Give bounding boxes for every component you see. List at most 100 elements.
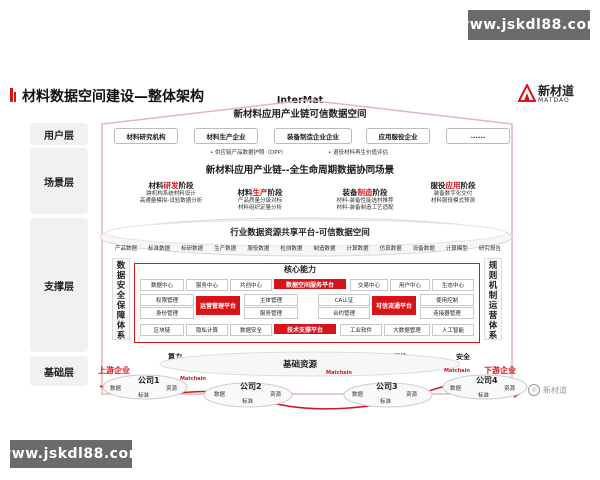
stage-service: 服役应用阶段 装备数字化交付 材料服役模式预测 [408, 180, 498, 205]
stage-post: 阶段 [460, 181, 476, 190]
infra-disc [159, 351, 461, 377]
core-dataspace-platform: 数据空间服务平台 [274, 279, 346, 289]
core-data-center: 数据中心 [140, 279, 184, 291]
user-org-2: 材料生产企业 [194, 128, 258, 144]
data-tag: 产品数据 [115, 246, 138, 252]
stage-pre: 材料 [237, 188, 253, 197]
security-system-panel: 数据安全保障体系 [112, 258, 130, 341]
company1-standard: 标准 [138, 393, 150, 399]
rules-system-label: 规则机制运营体系 [488, 261, 498, 341]
core-usage-control: 使用控制 [420, 294, 474, 306]
stage-post: 阶段 [178, 181, 194, 190]
core-data-security: 数据安全 [230, 324, 272, 336]
footer-brand: ◎ 新材道 [528, 384, 567, 396]
stage-pre: 装备 [342, 188, 358, 197]
core-industrial-software: 工业软件 [340, 324, 382, 336]
data-tag: 标研数据 [181, 246, 204, 252]
core-title: 核心能力 [284, 265, 316, 274]
infra-title: 基础资源 [282, 360, 317, 370]
company3-disc [343, 382, 433, 408]
layer-support: 支撑层 [30, 218, 88, 352]
core-privacy-compute: 隐私计算 [186, 324, 228, 336]
data-tag: 检测数据 [280, 246, 303, 252]
brand-logo: 新材道 MATDAO [518, 82, 590, 108]
core-entity-mgmt: 主体管理 [244, 294, 298, 306]
logo-subtext: MATDAO [538, 97, 570, 104]
company3-standard: 标准 [380, 399, 392, 405]
core-trusted-flow-platform: 可信流通平台 [372, 296, 416, 315]
layer-scene: 场景层 [30, 148, 88, 214]
matchain-badge-1: Matchain [180, 376, 206, 382]
company3-name: 公司3 [376, 382, 398, 391]
stage-post: 阶段 [372, 188, 388, 197]
title-marker [10, 88, 13, 102]
core-permission-mgmt: 权限管理 [140, 294, 194, 306]
header-line2: 新材料应用产业链可信数据空间 [233, 109, 367, 120]
data-tag-row: 产品数据 标准数据 标研数据 生产数据 服役数据 检测数据 制造数据 计算数据 … [112, 242, 504, 254]
core-tech-platform: 技术支撑平台 [274, 324, 336, 334]
matchain-badge-3: Matchain [444, 368, 470, 374]
core-bigdata-mgmt: 大数据管理 [384, 324, 430, 336]
stage-desc: 产品质量分级对标 [237, 198, 282, 204]
company2-data: 数据 [214, 392, 226, 398]
stage-research: 材料研发阶段 跨机构系统材料设计 高通量模拟-试验数据分析 [126, 180, 216, 205]
company4-name: 公司4 [476, 376, 498, 385]
scene-title: 新材料应用产业链--全生命周期数据协同场景 [205, 165, 395, 176]
core-user-center: 用户中心 [390, 279, 430, 291]
company2-disc [203, 382, 293, 408]
stage-highlight: 生产 [252, 188, 268, 197]
logo-icon [518, 84, 536, 102]
data-tag: 制造数据 [313, 246, 336, 252]
platform-disc [99, 217, 513, 257]
bottom-watermark: www.jskdl88.com [0, 440, 143, 468]
core-connector-mgmt: 连接器管理 [420, 307, 474, 319]
logo-text: 新材道 [538, 84, 575, 98]
platform-title: 行业数据资源共享平台-可信数据空间 [230, 228, 370, 238]
company1-data: 数据 [110, 386, 122, 392]
stage-manufacturing: 装备制造阶段 材料-装备性能选材推荐 材料-装备制造工艺适配 [320, 187, 410, 212]
stage-desc: 跨机构系统材料设计 [146, 191, 196, 197]
data-tag: 生产数据 [214, 246, 237, 252]
core-trade-center: 交易中心 [350, 279, 388, 291]
company1-name: 公司1 [138, 376, 160, 385]
stage-desc: 装备数字化交付 [433, 191, 473, 197]
core-service-center: 服务中心 [186, 279, 228, 291]
core-ops-platform: 运营管理平台 [196, 296, 240, 315]
company1-disc [102, 374, 188, 400]
stage-desc: 高通量模拟-试验数据分析 [139, 198, 203, 204]
data-tag: 计算数据 [346, 246, 369, 252]
core-cocreate-center: 共创中心 [230, 279, 272, 291]
footer-brand-text: 新材道 [543, 385, 567, 395]
layer-user: 用户层 [30, 123, 88, 145]
company4-data: 数据 [450, 386, 462, 392]
company2-name: 公司2 [240, 382, 262, 391]
stage-production: 材料生产阶段 产品质量分级对标 材料组织定量分析 [220, 187, 300, 212]
stage-pre: 服役 [430, 181, 446, 190]
stage-desc: 材料-装备性能选材推荐 [336, 198, 394, 204]
data-tag: 仿真数据 [379, 246, 402, 252]
data-tag: 设备数据 [412, 246, 435, 252]
data-tag: 标准数据 [148, 246, 171, 252]
stage-highlight: 应用 [445, 181, 461, 190]
dpp-item-2: • 退役材料再生价值评估 [328, 150, 388, 156]
company4-resource: 资源 [504, 386, 516, 392]
layer-base: 基础层 [30, 356, 88, 386]
company2-resource: 资源 [270, 392, 282, 398]
core-ai: 人工智能 [432, 324, 474, 336]
stage-desc: 材料-装备制造工艺适配 [336, 205, 394, 211]
user-org-1: 材料研究机构 [114, 128, 178, 144]
rules-system-panel: 规则机制运营体系 [484, 258, 502, 341]
title-marker-2 [14, 92, 16, 102]
stage-post: 阶段 [267, 188, 283, 197]
core-service-mgmt: 服务管理 [244, 307, 298, 319]
infra-compute: 算力 [168, 353, 182, 361]
company1-resource: 资源 [166, 386, 178, 392]
infra-security: 安全 [456, 353, 470, 361]
company4-disc [442, 374, 528, 400]
security-system-label: 数据安全保障体系 [116, 261, 126, 341]
stage-highlight: 研发 [163, 181, 179, 190]
architecture-frame [101, 99, 513, 395]
core-ca-auth: CA认证 [318, 294, 370, 306]
page-title: 材料数据空间建设—整体架构 [22, 89, 204, 105]
stage-desc: 材料组织定量分析 [237, 205, 282, 211]
